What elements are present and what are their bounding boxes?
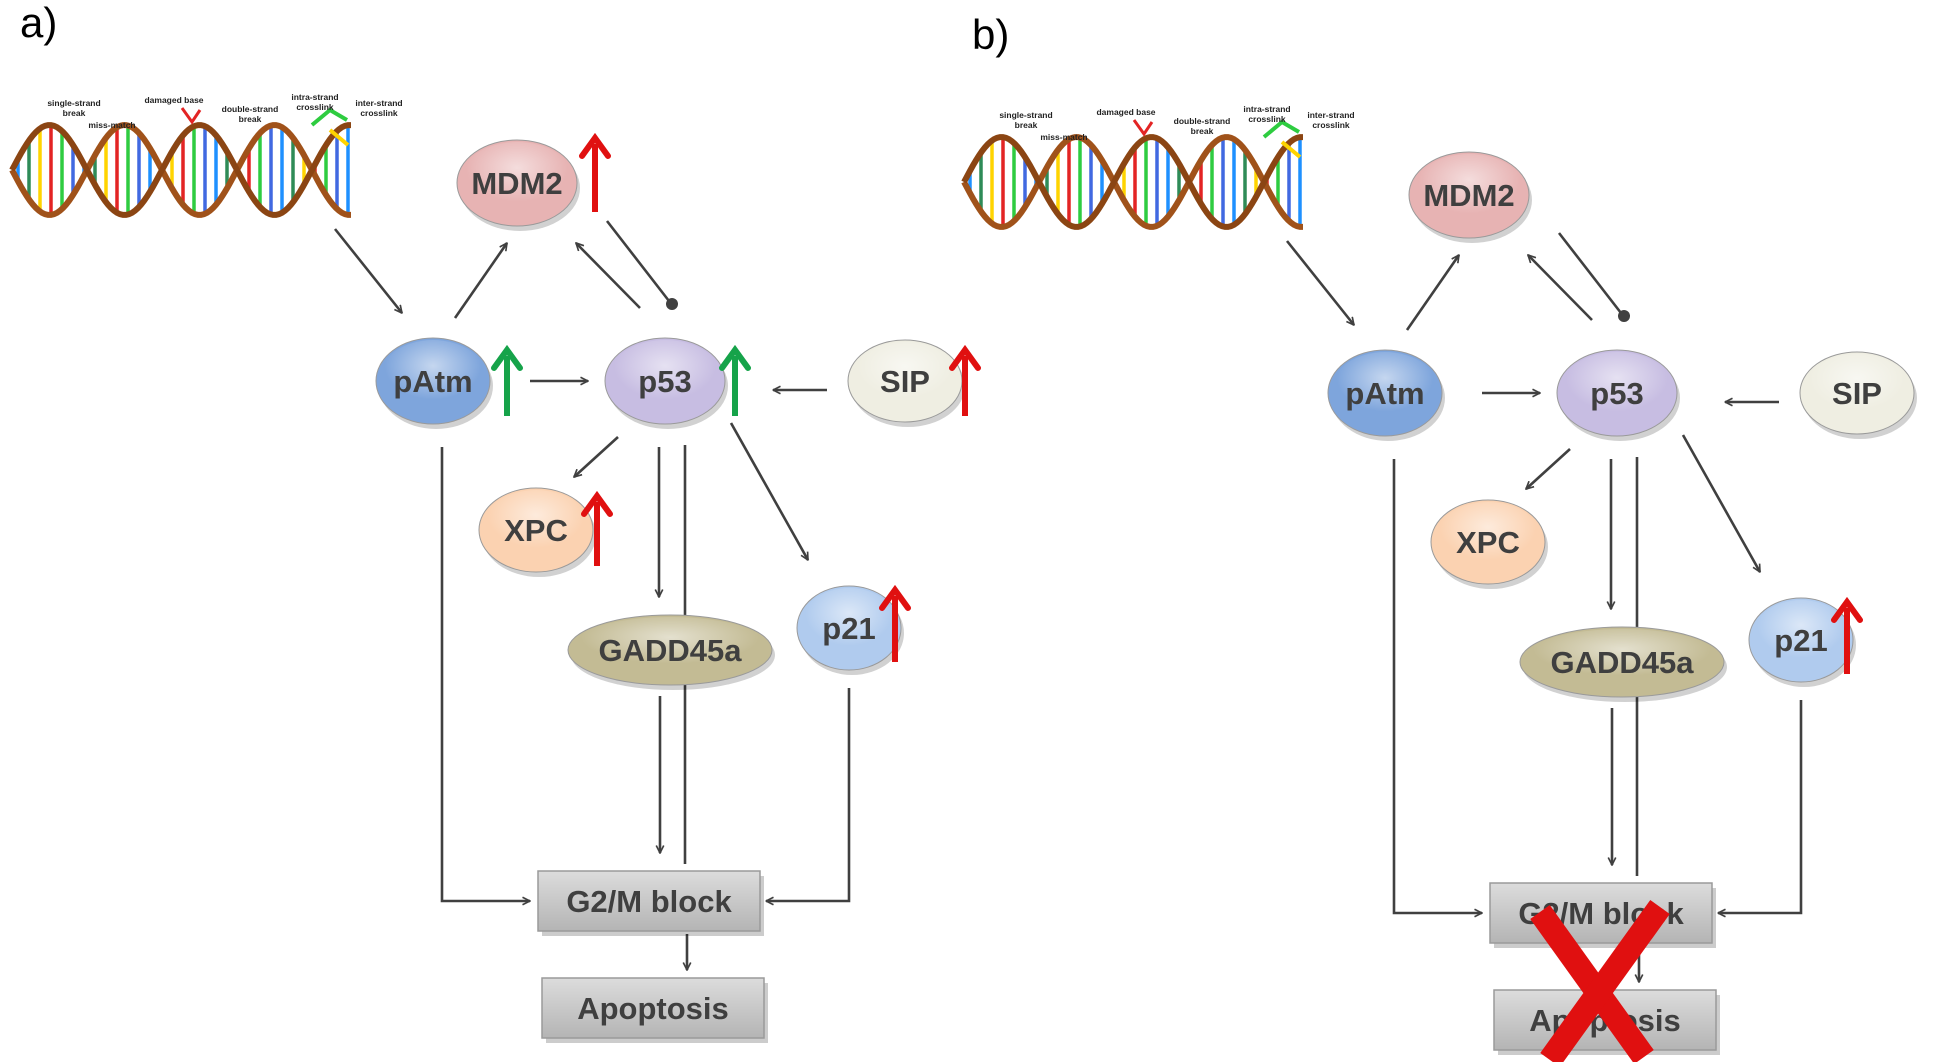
node-mdm2: MDM2 [456,139,580,231]
dna-damage-label: damaged base [144,95,203,105]
node-p21-label: p21 [1774,623,1827,658]
node-p53-label: p53 [1590,376,1643,411]
node-xpc-label: XPC [1456,525,1520,560]
node-patm-label: pAtm [393,364,472,399]
pathway-arrow [766,688,851,901]
node-gadd45a-label: GADD45a [599,633,743,668]
panel-label: a) [20,0,57,46]
node-patm-label: pAtm [1345,376,1424,411]
pathway-arrow [1285,240,1354,325]
upregulation-arrow-icon [1831,596,1863,674]
inhibition-end-dot [666,298,678,310]
node-p21: p21 [1748,597,1856,687]
pathway-arrow [1526,448,1571,489]
node-mdm2: MDM2 [1408,151,1532,243]
pathway-arrow [729,422,810,560]
panel-label: b) [972,11,1009,58]
node-patm: pAtm [375,337,493,429]
upregulation-arrow-icon [949,344,981,416]
node-patm: pAtm [1327,349,1445,441]
node-xpc-label: XPC [504,513,568,548]
node-p21-label: p21 [822,611,875,646]
node-gadd45a: GADD45a [567,614,775,690]
node-mdm2-label: MDM2 [471,166,562,201]
pathway-arrow [574,436,619,477]
dna-damage-label: miss-match [1040,132,1087,142]
pathway-arrow [453,243,509,319]
node-sip-label: SIP [1832,376,1882,411]
g2m-block-box: G2/M block [537,870,764,936]
dna-damage-label: miss-match [88,120,135,130]
node-xpc: XPC [1430,499,1548,589]
upregulation-arrow-icon [579,132,611,212]
g2m-block-label: G2/M block [566,884,732,919]
apoptosis-label: Apoptosis [577,991,729,1026]
apoptosis-box: Apoptosis [541,977,768,1043]
inhibition-end-dot [1618,310,1630,322]
pathway-arrow [1718,700,1803,913]
g2m-block-box: G2/M block [1489,882,1716,948]
node-p53: p53 [604,337,728,429]
node-mdm2-label: MDM2 [1423,178,1514,213]
pathway-arrow [605,220,671,302]
pathway-arrow [333,228,402,313]
node-gadd45a-label: GADD45a [1551,645,1695,680]
pathway-arrow [1681,434,1762,572]
pathway-arrow [576,243,641,309]
upregulation-arrow-icon [879,584,911,662]
node-xpc: XPC [478,487,596,577]
node-sip: SIP [847,339,965,427]
node-sip: SIP [1799,351,1917,439]
upregulation-arrow-icon [491,344,523,416]
blocked-cross-icon [1530,899,1670,1062]
pathway-arrow [440,447,530,901]
dna-damage-label: damaged base [1096,107,1155,117]
upregulation-arrow-icon [581,490,613,566]
pathway-arrow [1557,232,1623,314]
node-sip-label: SIP [880,364,930,399]
pathway-arrow [1392,459,1482,913]
pathway-arrow [1528,255,1593,321]
node-p21: p21 [796,585,904,675]
upregulation-arrow-icon [719,344,751,416]
node-p53-label: p53 [638,364,691,399]
node-p53: p53 [1556,349,1680,441]
pathway-arrow [1405,255,1461,331]
node-gadd45a: GADD45a [1519,626,1727,702]
